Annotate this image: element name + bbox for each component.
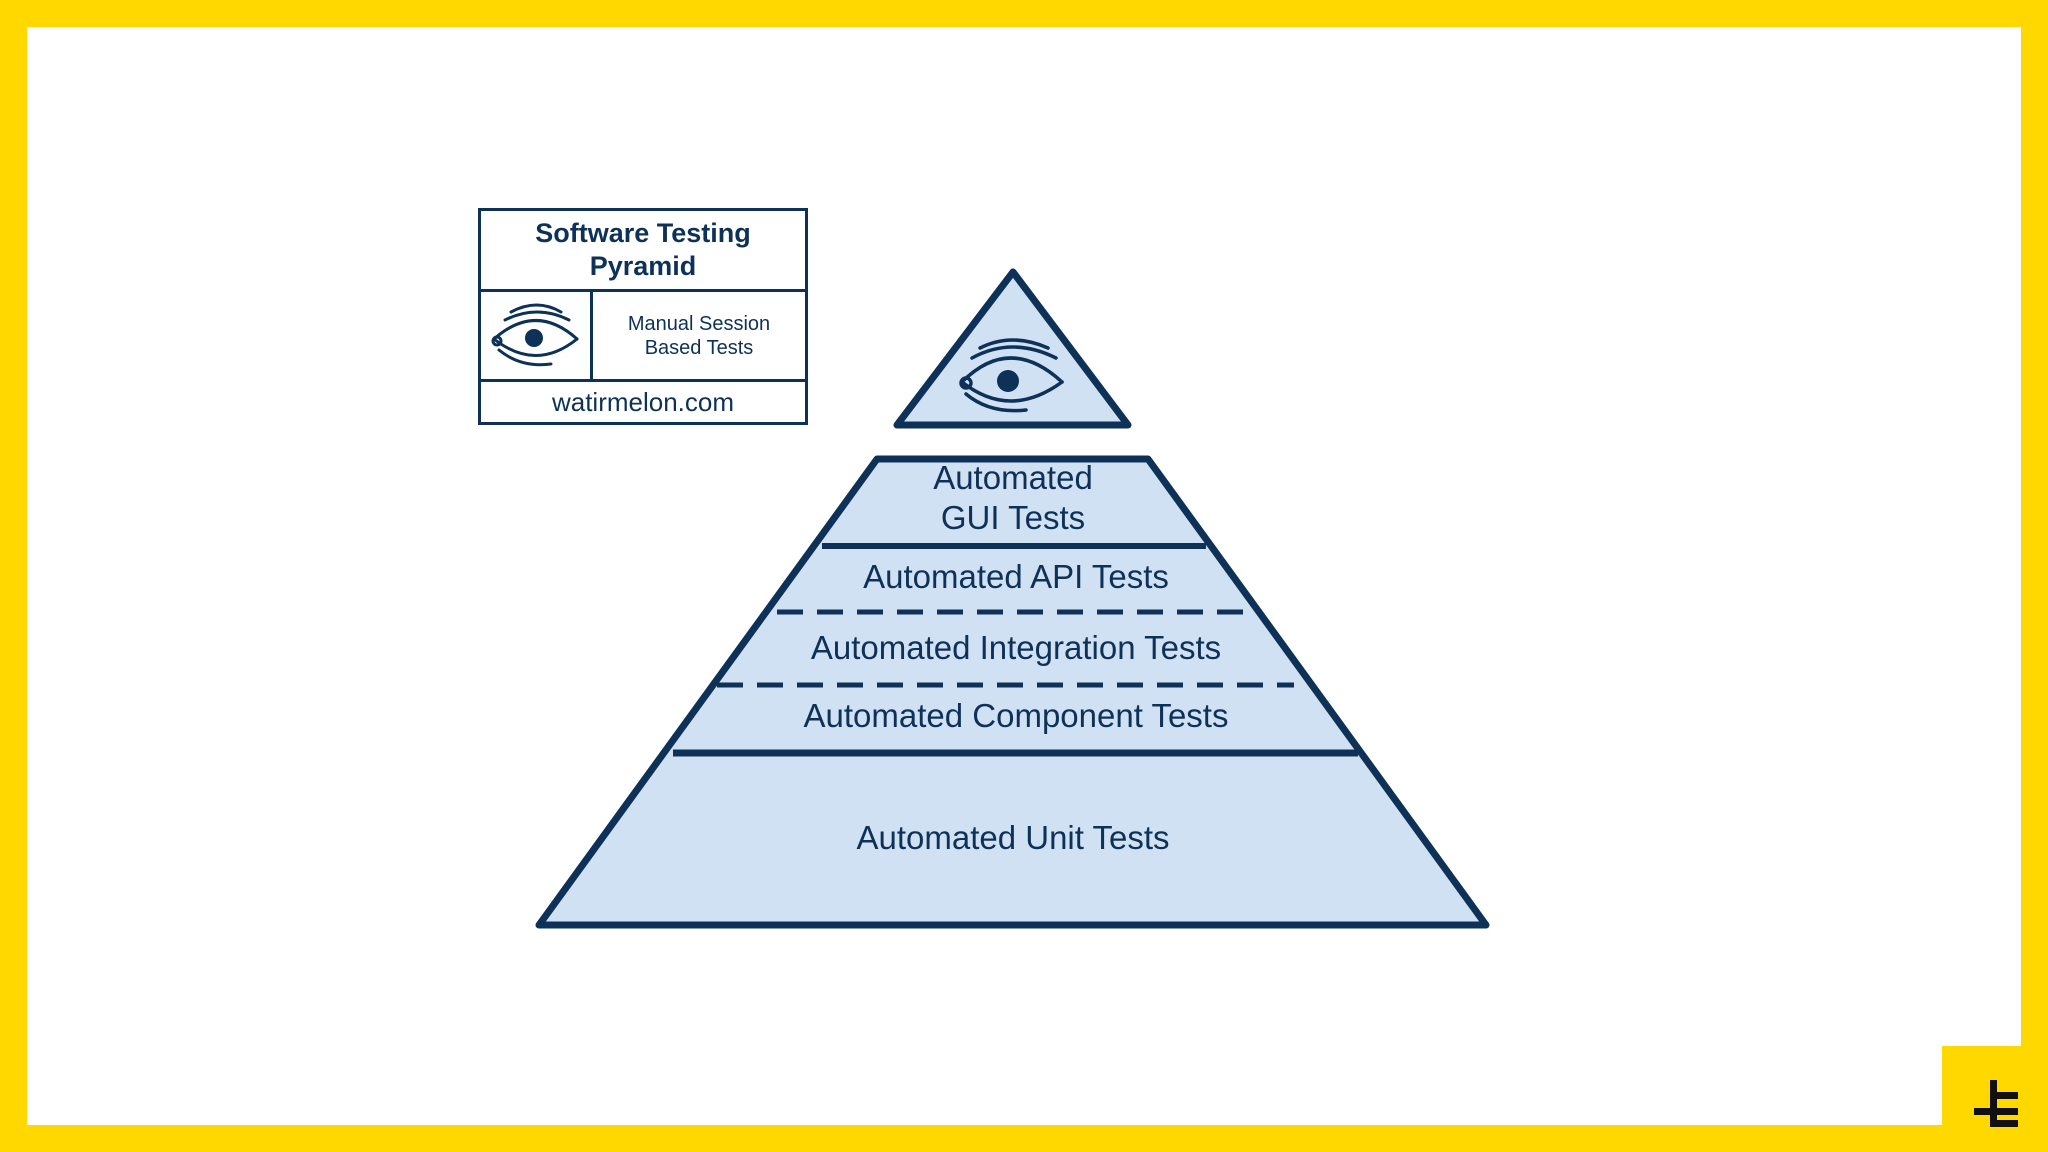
tier-label-integration: Automated Integration Tests — [810, 629, 1222, 666]
tier-label-unit: Automated Unit Tests — [856, 819, 1170, 856]
brand-logo-icon — [1942, 1046, 2048, 1152]
eye-icon — [481, 292, 593, 379]
legend-label: Manual Session Based Tests — [627, 312, 771, 359]
tier-label-gui-text: Automated GUI Tests — [933, 459, 1093, 536]
legend-box: Software Testing Pyramid Manual Session … — [478, 208, 808, 425]
eye-icon — [959, 338, 1064, 413]
legend-footer: watirmelon.com — [551, 386, 735, 417]
legend-row: Manual Session Based Tests — [481, 292, 805, 382]
tier-label-component: Automated Component Tests — [803, 697, 1229, 734]
legend-title: Software Testing Pyramid — [481, 211, 805, 292]
tier-label-gui: Automated GUI Tests — [933, 458, 1093, 538]
pyramid-body — [535, 455, 1490, 929]
tier-label-api: Automated API Tests — [863, 558, 1169, 595]
